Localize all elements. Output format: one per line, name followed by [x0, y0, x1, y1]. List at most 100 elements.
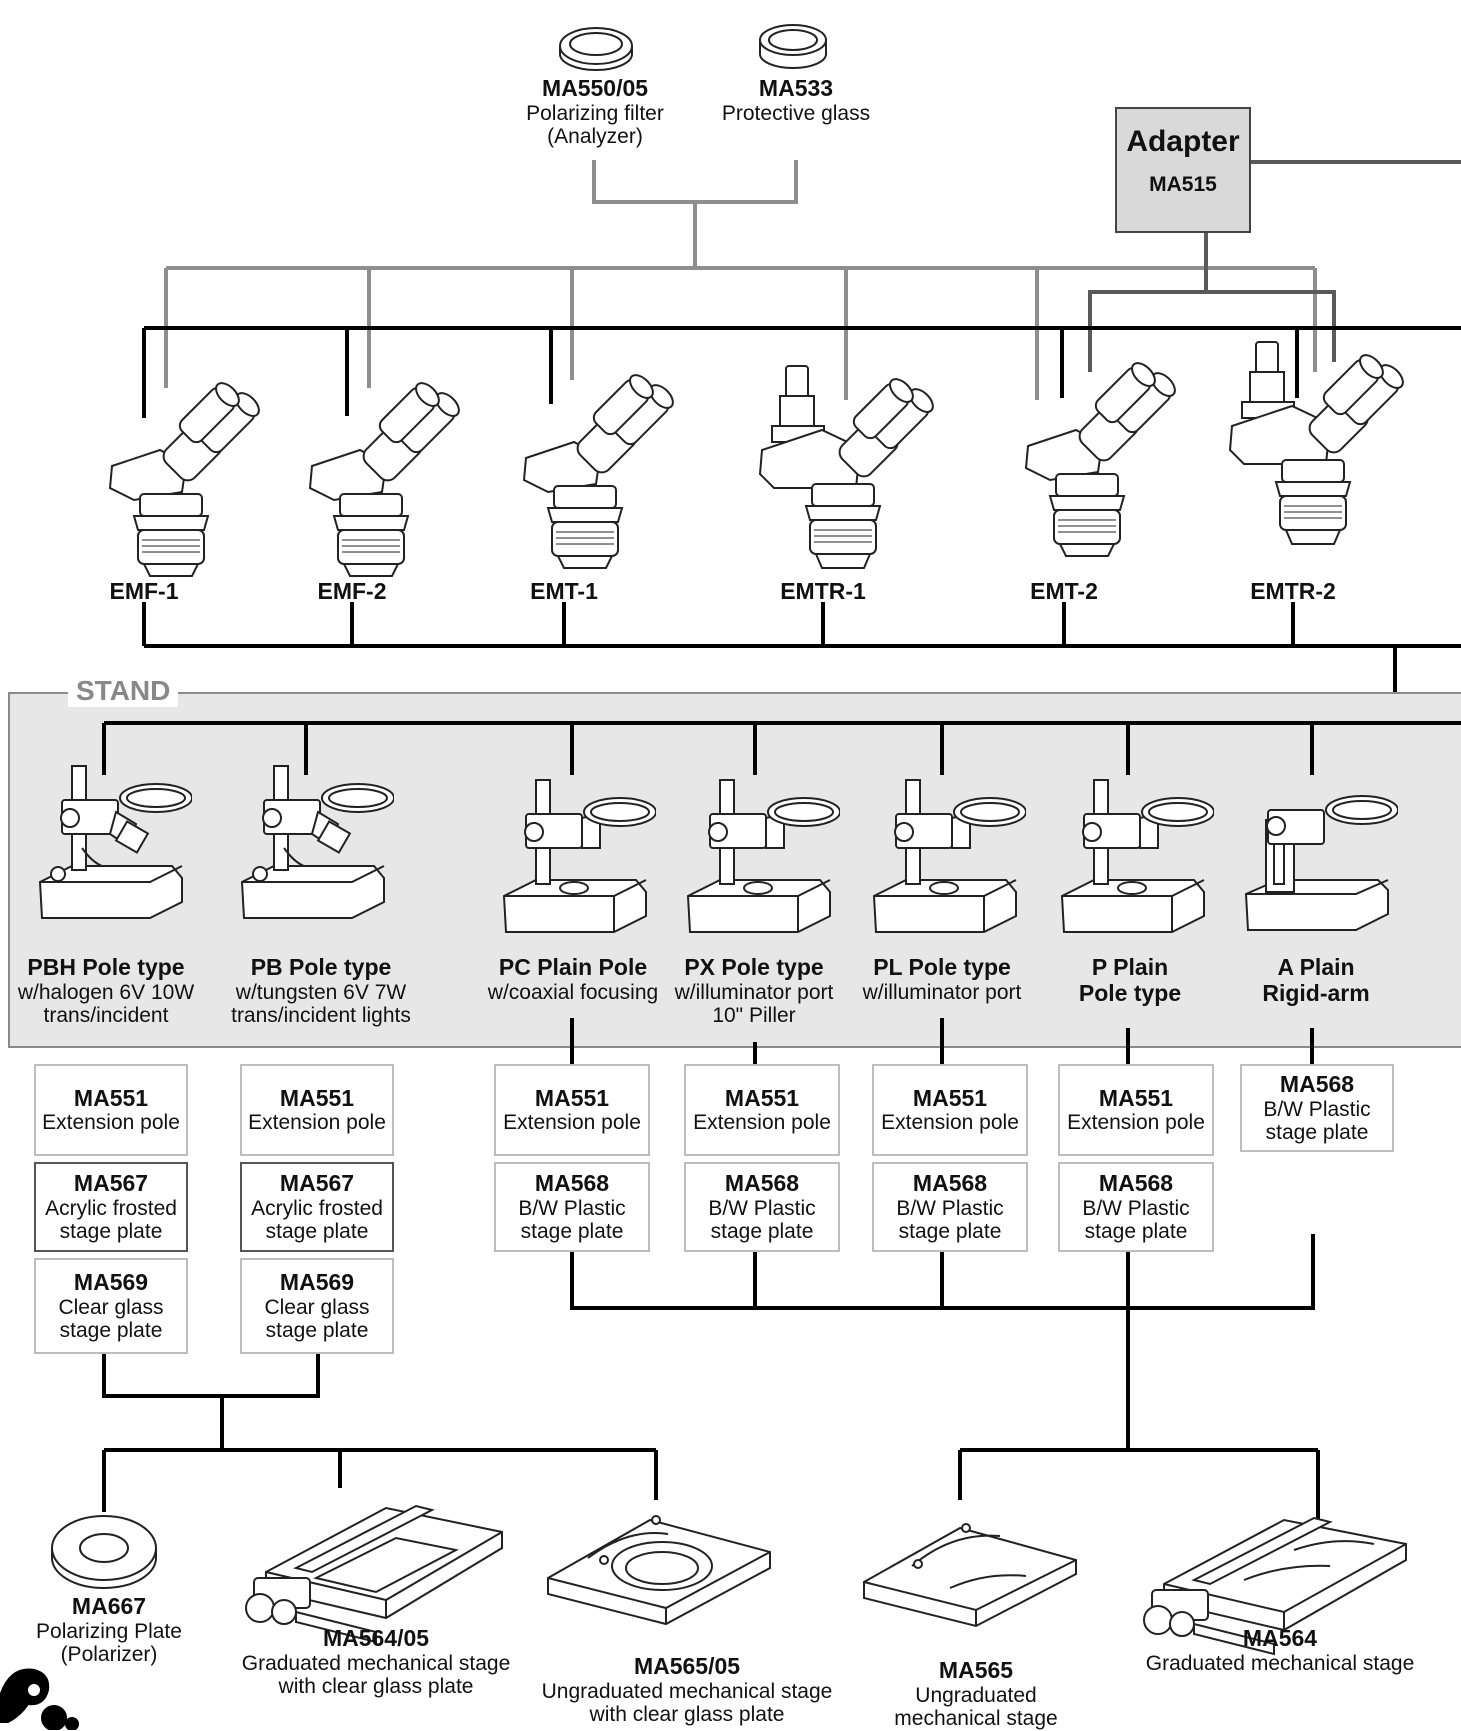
stand-name: PB Pole type [250, 954, 392, 980]
ma568-box-pc: MA568 B/W Plastic stage plate [494, 1162, 650, 1252]
polarizing-plate-illustration [51, 1515, 157, 1589]
stage-desc: Polarizing Plate [36, 1619, 182, 1643]
ma568-box-px: MA568 B/W Plastic stage plate [684, 1162, 840, 1252]
accessory-desc: stage plate [1084, 1219, 1188, 1243]
stand-name: PX Pole type [684, 954, 824, 980]
protective-glass-illustration [759, 24, 827, 69]
filter-desc: (Analyzer) [547, 125, 643, 149]
accessory-code: MA551 [279, 1084, 355, 1111]
accessory-desc: B/W Plastic [708, 1196, 816, 1220]
stage-desc: mechanical stage [894, 1707, 1058, 1731]
accessory-desc: stage plate [1265, 1120, 1369, 1144]
accessory-desc: Extension pole [248, 1111, 386, 1135]
accessory-code: MA568 [724, 1170, 800, 1197]
stage-code: MA565/05 [633, 1653, 741, 1679]
stand-name: A Plain [1277, 954, 1355, 980]
filter-desc: Protective glass [721, 101, 871, 125]
accessory-desc: Extension pole [881, 1111, 1019, 1135]
accessory-desc: stage plate [265, 1219, 369, 1243]
ma568-box-p: MA568 B/W Plastic stage plate [1058, 1162, 1214, 1252]
emf1-head-illustration [109, 380, 265, 577]
accessory-desc: stage plate [520, 1219, 624, 1243]
ma564-05-stage-illustration [245, 1504, 503, 1644]
accessory-desc: stage plate [898, 1219, 1002, 1243]
accessory-desc: Acrylic frosted [251, 1196, 383, 1220]
stand-px: PX Pole type w/illuminator port 10" Pill… [664, 954, 844, 1028]
head-label-emf2: EMF-2 [317, 578, 387, 604]
stage-desc: Graduated mechanical stage [241, 1651, 511, 1675]
accessory-desc: B/W Plastic [1082, 1196, 1190, 1220]
head-label-emf1: EMF-1 [109, 578, 179, 604]
stage-desc: Ungraduated mechanical stage [541, 1679, 833, 1703]
accessory-code: MA567 [73, 1170, 149, 1197]
head-label-emtr2: EMTR-2 [1250, 578, 1336, 604]
stand-desc: trans/incident lights [231, 1004, 411, 1028]
accessory-code: MA568 [1279, 1071, 1355, 1098]
filter-ma550: MA550/05 Polarizing filter (Analyzer) [515, 75, 675, 149]
emtr1-head-illustration [759, 365, 939, 569]
ma551-box-p: MA551 Extension pole [1058, 1064, 1214, 1156]
mascot-icon [0, 1668, 79, 1730]
filter-desc: Polarizing filter [526, 101, 664, 125]
ma551-box-px: MA551 Extension pole [684, 1064, 840, 1156]
accessory-code: MA568 [1098, 1170, 1174, 1197]
ma551-box-pb: MA551 Extension pole [240, 1064, 394, 1156]
stand-name: PBH Pole type [27, 954, 185, 980]
stand-desc: 10" Piller [712, 1004, 796, 1028]
ma551-box-pl: MA551 Extension pole [872, 1064, 1028, 1156]
stand-pl: PL Pole type w/illuminator port [852, 954, 1032, 1004]
p-stand-illustration [1061, 779, 1214, 933]
accessory-code: MA551 [1098, 1084, 1174, 1111]
ma565-05-stage-illustration [547, 1515, 771, 1626]
stage-desc: with clear glass plate [278, 1675, 474, 1699]
stand-pc: PC Plain Pole w/coaxial focusing [468, 954, 678, 1004]
accessory-desc: Clear glass [264, 1295, 370, 1319]
pbh-stand-illustration [39, 765, 192, 919]
emt2-head-illustration [1025, 360, 1181, 557]
stage-desc: Ungraduated [915, 1683, 1037, 1707]
ma568-box-pl: MA568 B/W Plastic stage plate [872, 1162, 1028, 1252]
emf2-head-illustration [309, 380, 465, 577]
stand-desc: w/illuminator port [674, 980, 834, 1004]
stage-code: MA564 [1242, 1625, 1318, 1651]
accessory-desc: stage plate [59, 1318, 163, 1342]
accessory-desc: Acrylic frosted [45, 1196, 177, 1220]
stand-p: P Plain Pole type [1050, 954, 1210, 1007]
stand-pbh: PBH Pole type w/halogen 6V 10W trans/inc… [6, 954, 206, 1028]
accessory-code: MA551 [912, 1084, 988, 1111]
pc-stand-illustration [503, 779, 656, 933]
stand-a: A Plain Rigid-arm [1236, 954, 1396, 1007]
adapter-title: Adapter [1126, 125, 1240, 158]
accessory-desc: Extension pole [503, 1111, 641, 1135]
accessory-code: MA568 [912, 1170, 988, 1197]
stand-name: Pole type [1078, 979, 1182, 1006]
stand-desc: trans/incident [43, 1004, 169, 1028]
stage-ma564: MA564 Graduated mechanical stage [1134, 1625, 1426, 1675]
stage-desc: with clear glass plate [589, 1703, 785, 1727]
stand-name: PC Plain Pole [498, 954, 648, 980]
stage-ma564-05: MA564/05 Graduated mechanical stage with… [230, 1625, 522, 1699]
ma568-box-a: MA568 B/W Plastic stage plate [1240, 1064, 1394, 1152]
stage-code: MA564/05 [322, 1625, 430, 1651]
accessory-desc: Extension pole [693, 1111, 831, 1135]
ma569-box-pbh: MA569 Clear glass stage plate [34, 1258, 188, 1354]
stand-name: PL Pole type [873, 954, 1011, 980]
stand-desc: w/tungsten 6V 7W [235, 980, 407, 1004]
accessory-code: MA569 [73, 1269, 149, 1296]
stand-desc: w/halogen 6V 10W [17, 980, 195, 1004]
pb-stand-illustration [241, 765, 394, 919]
filter-ma533: MA533 Protective glass [710, 75, 882, 125]
stage-ma667: MA667 Polarizing Plate (Polarizer) [24, 1593, 194, 1667]
accessory-code: MA551 [724, 1084, 800, 1111]
stand-name: P Plain [1091, 954, 1169, 980]
stand-pb: PB Pole type w/tungsten 6V 7W trans/inci… [218, 954, 424, 1028]
ma564-stage-illustration [1143, 1516, 1407, 1656]
accessory-desc: Extension pole [1067, 1111, 1205, 1135]
stand-title: STAND [68, 675, 179, 707]
accessory-code: MA551 [73, 1084, 149, 1111]
ma551-box-pc: MA551 Extension pole [494, 1064, 650, 1156]
emtr2-head-illustration [1229, 341, 1409, 545]
stand-desc: w/illuminator port [862, 980, 1022, 1004]
ma551-box-pbh: MA551 Extension pole [34, 1064, 188, 1156]
